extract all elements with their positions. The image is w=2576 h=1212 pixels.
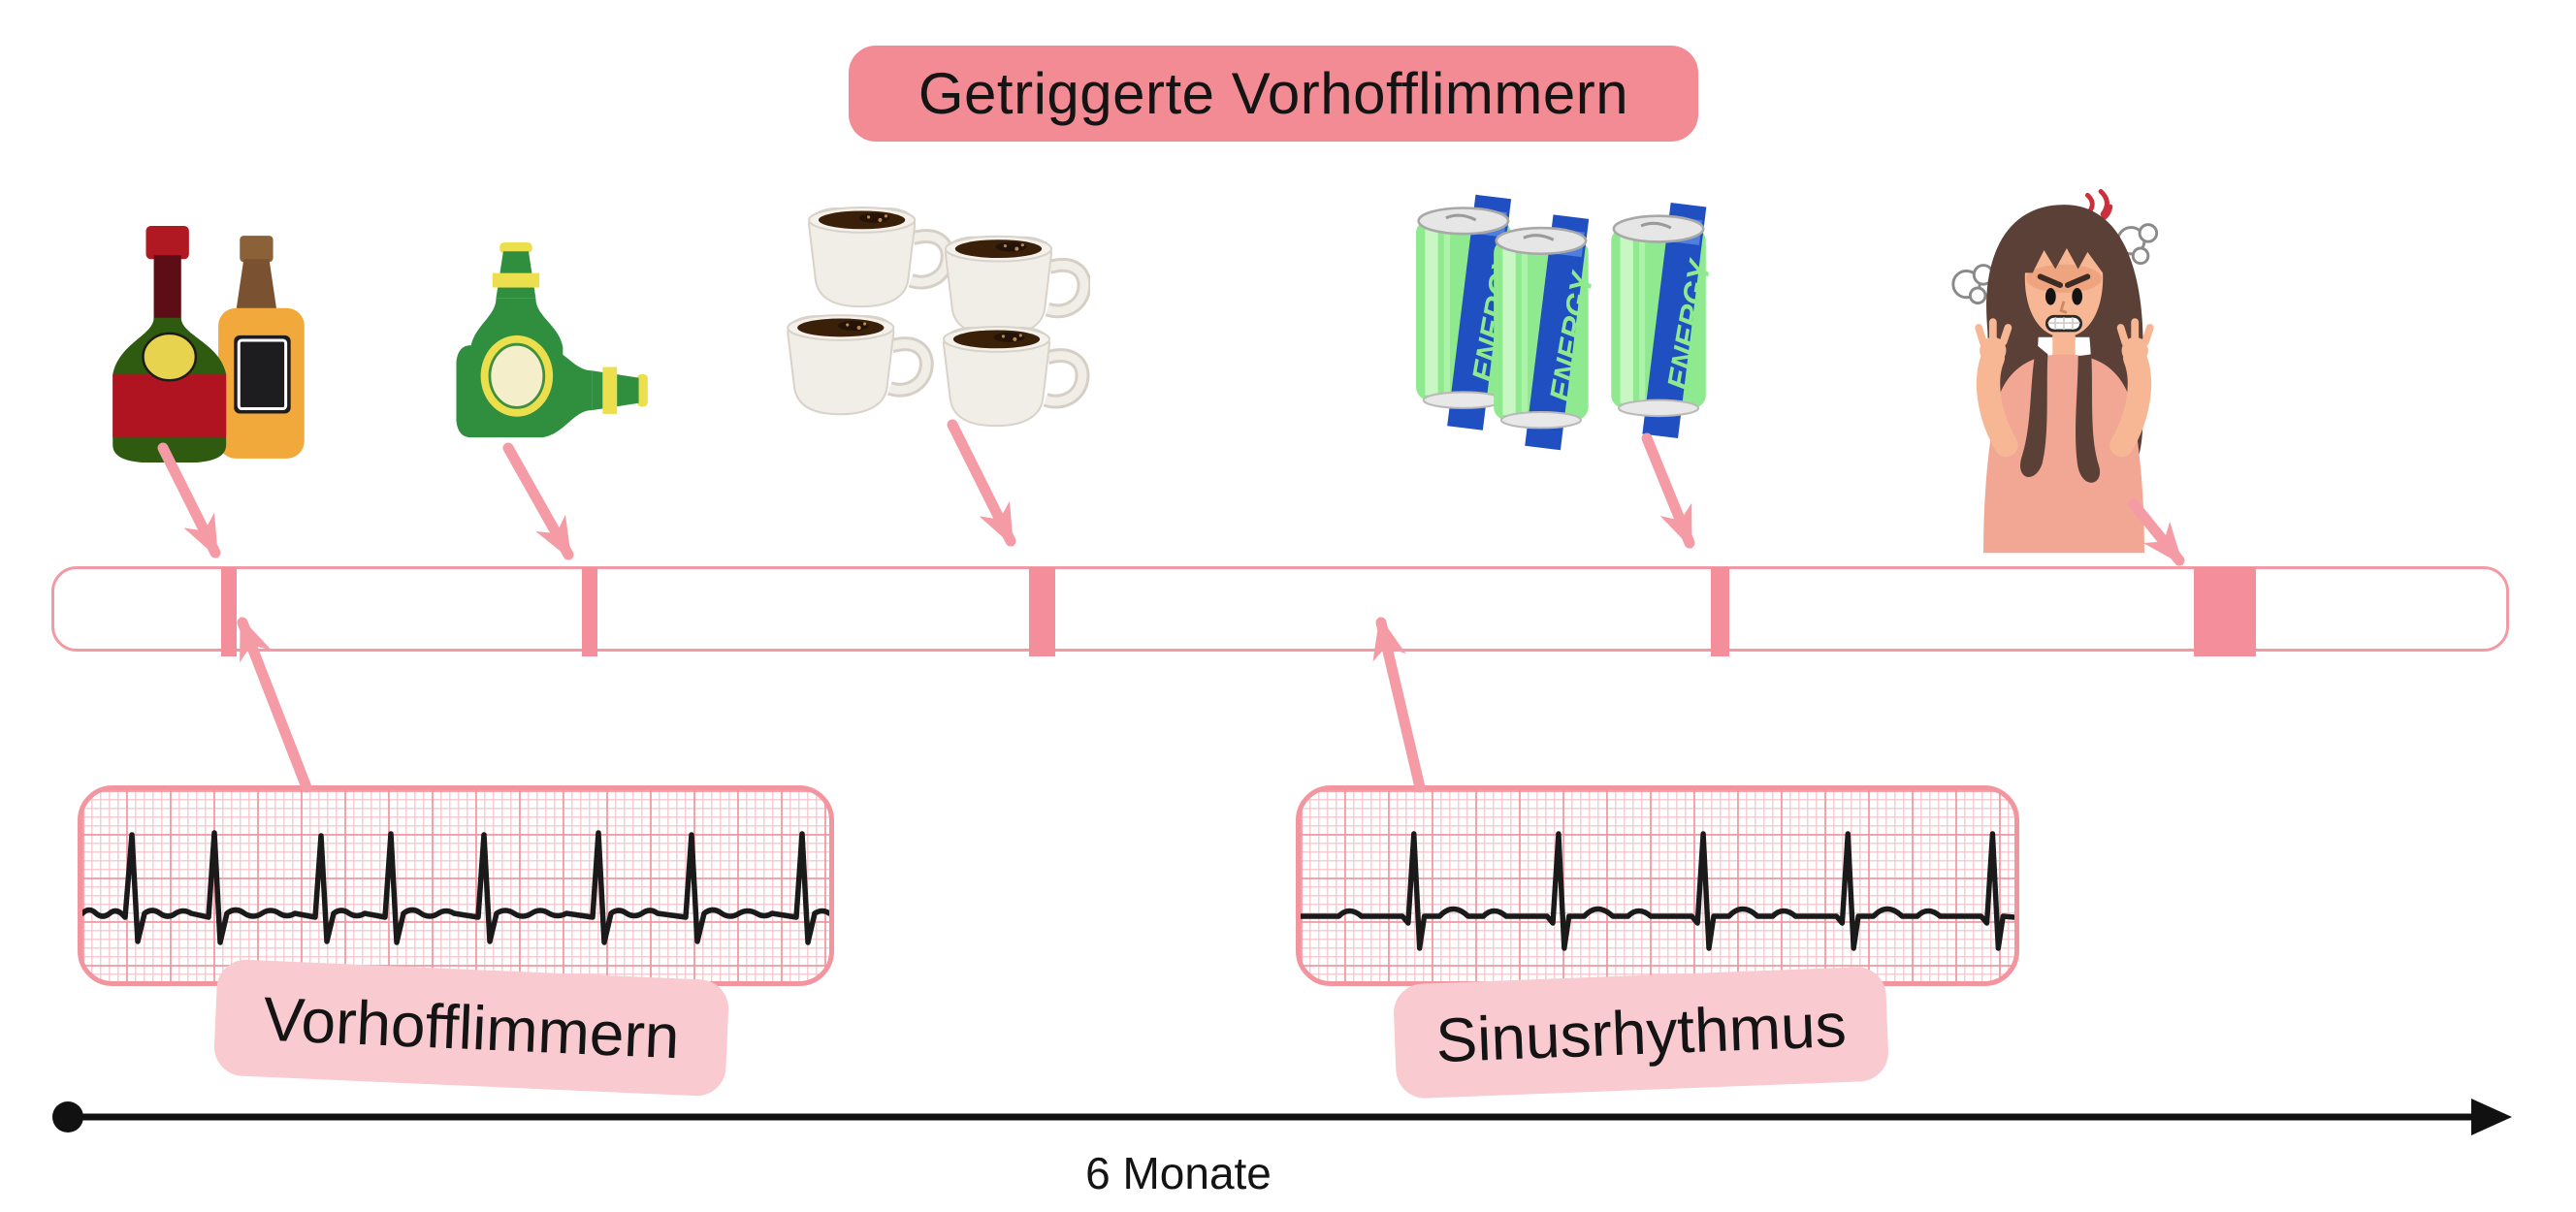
axis-label: 6 Monate <box>1085 1148 1272 1198</box>
arms-hands <box>1975 318 2154 458</box>
vorhofflimmern-text: Vorhofflimmern <box>262 983 681 1072</box>
face <box>2024 215 2104 337</box>
energy-can <box>1609 201 1713 440</box>
beer-bottles-icon <box>431 242 652 452</box>
label-vorhofflimmern: Vorhofflimmern <box>212 958 730 1098</box>
timeline-bar <box>51 566 2509 656</box>
timeline-marker-liquor <box>221 567 237 656</box>
ecg-trace-afib <box>82 830 829 945</box>
liquor-bottles-icon <box>85 226 330 465</box>
timeline-marker-coffee <box>1029 567 1055 656</box>
hair-front <box>2020 344 2101 483</box>
coffee-cup <box>788 315 926 414</box>
axis-start-dot <box>52 1101 83 1132</box>
coffee-cups-icon <box>782 204 1090 444</box>
timeline-marker-beer <box>582 567 597 656</box>
brandy-bottle <box>113 226 227 462</box>
whiskey-bottle <box>218 236 305 459</box>
arrow-beer-to-marker <box>502 442 574 560</box>
sinusrhythmus-text: Sinusrhythmus <box>1434 989 1848 1076</box>
energy-drink-cans-icon: ENERGY <box>1414 186 1713 454</box>
energy-can <box>1492 212 1602 452</box>
label-sinusrhythmus: Sinusrhythmus <box>1392 966 1890 1100</box>
body-shirt <box>1983 333 2144 554</box>
title-banner: Getriggerte Vorhofflimmern <box>849 46 1698 142</box>
coffee-cup <box>809 207 948 306</box>
timeline-marker-energy <box>1711 567 1729 656</box>
angry-woman-icon <box>1946 177 2182 558</box>
coffee-cup <box>946 237 1084 335</box>
time-axis <box>52 1099 2512 1135</box>
ecg-strip-vorhofflimmern <box>78 785 834 986</box>
timeline-marker-stress <box>2194 567 2256 656</box>
coffee-cup <box>944 327 1082 426</box>
beer-bottle-upright <box>468 242 564 435</box>
ecg-trace-sinus <box>1301 831 2014 951</box>
arrow-energy-to-marker <box>1641 432 1695 550</box>
axis-arrowhead-icon <box>2471 1099 2512 1135</box>
title-text: Getriggerte Vorhofflimmern <box>918 61 1629 126</box>
ecg-strip-sinusrhythmus <box>1296 785 2019 986</box>
